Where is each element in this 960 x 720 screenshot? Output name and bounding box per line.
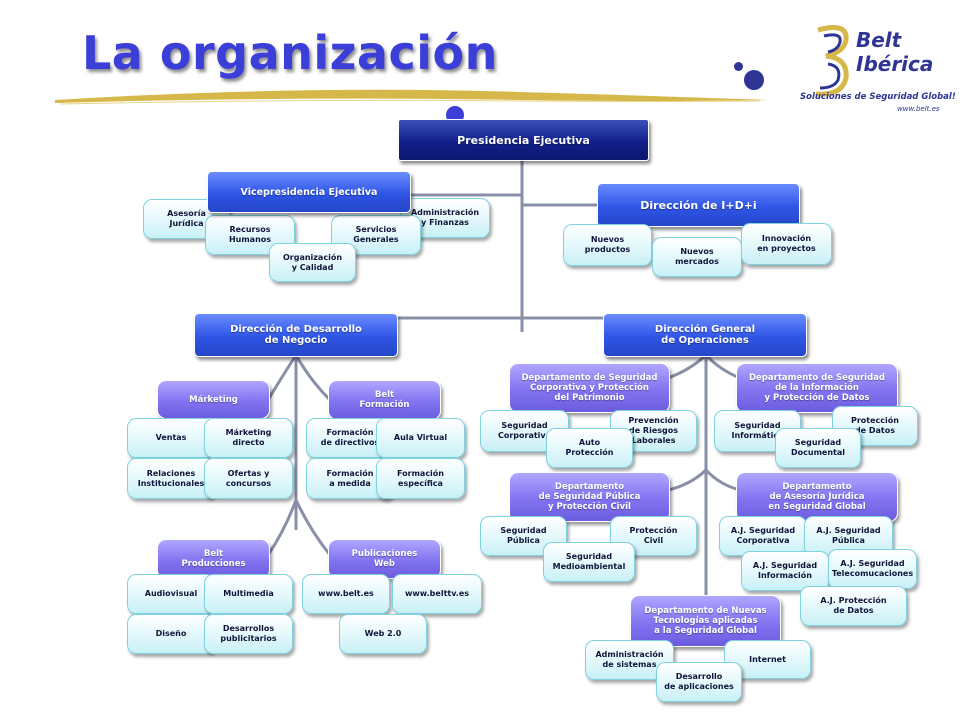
node-multimedia: Multimedia [204, 574, 293, 614]
node-dep-seguridad-informacion: Departamento de Seguridad de la Informac… [736, 363, 898, 413]
logo-name-iberica: Ibérica [856, 52, 934, 76]
node-nuevos-productos: Nuevos productos [563, 224, 652, 266]
node-direccion-idi: Dirección de I+D+i [597, 183, 800, 227]
node-servicios-generales: Servicios Generales [331, 215, 421, 255]
node-presidencia-ejecutiva: Presidencia Ejecutiva [398, 119, 649, 161]
node-ventas: Ventas [127, 418, 215, 458]
node-marketing-directo: Márketing directo [204, 418, 293, 458]
node-aj-seguridad-corporativa: A.J. Seguridad Corporativa [719, 516, 807, 556]
logo-website: www.belt.es [897, 105, 940, 113]
node-belt-producciones: Belt Producciones [157, 539, 270, 579]
node-innovacion-proyectos: Innovación en proyectos [741, 223, 832, 265]
node-formacion-especifica: Formación específica [376, 458, 465, 499]
node-belt-formacion: Belt Formación [328, 380, 441, 420]
logo-dot-small [734, 62, 743, 71]
node-desarrollos-publicitarios: Desarrollos publicitarios [204, 614, 293, 654]
node-administracion-sistemas: Administración de sistemas [585, 640, 674, 680]
node-audiovisual: Audiovisual [127, 574, 215, 614]
node-organizacion-calidad: Organización y Calidad [269, 243, 356, 282]
node-aj-seguridad-telecomunicaciones: A.J. Seguridad Telecomucaciones [828, 549, 917, 589]
logo-name-belt: Belt [856, 28, 902, 52]
node-aj-seguridad-informacion: A.J. Seguridad Información [741, 551, 829, 591]
node-aj-proteccion-datos: A.J. Protección de Datos [800, 586, 907, 626]
node-marketing: Márketing [157, 380, 270, 419]
node-desarrollo-aplicaciones: Desarrollo de aplicaciones [656, 662, 742, 702]
page-title: La organización [82, 26, 498, 80]
node-www-belt: www.belt.es [302, 574, 390, 614]
node-proteccion-datos: Protección de Datos [832, 406, 918, 446]
node-www-belttv: www.belttv.es [392, 574, 482, 614]
node-dep-asesoria-juridica: Departamento de Asesoría Jurídica en Seg… [736, 472, 898, 522]
node-relaciones-institucionales: Relaciones Institucionales [127, 458, 215, 499]
node-seguridad-informatica: Seguridad Informática [714, 410, 801, 452]
node-direccion-desarrollo-negocio: Dirección de Desarrollo de Negocio [194, 313, 398, 357]
node-publicaciones-web: Publicaciones Web [328, 539, 441, 579]
node-web-2-0: Web 2.0 [339, 614, 427, 654]
node-aula-virtual: Aula Virtual [376, 418, 465, 458]
logo-tagline: Soluciones de Seguridad Global! [800, 92, 956, 102]
belt-iberica-logo-icon [815, 25, 849, 97]
title-underline-swoosh [55, 89, 770, 105]
node-direccion-general-operaciones: Dirección General de Operaciones [603, 313, 807, 357]
node-ofertas-concursos: Ofertas y concursos [204, 458, 293, 499]
node-dep-seguridad-publica: Departamento de Seguridad Pública y Prot… [509, 472, 670, 522]
node-seguridad-documental: Seguridad Documental [775, 428, 861, 468]
node-diseno: Diseño [127, 614, 215, 654]
node-dep-nuevas-tecnologias: Departamento de Nuevas Tecnologías aplic… [630, 595, 781, 647]
node-nuevos-mercados: Nuevos mercados [652, 237, 742, 277]
node-seguridad-medioambiental: Seguridad Medioambiental [543, 542, 635, 582]
logo-dot-large [744, 70, 764, 90]
node-dep-seguridad-corporativa: Departamento de Seguridad Corporativa y … [509, 363, 670, 413]
node-vicepresidencia-ejecutiva: Vicepresidencia Ejecutiva [207, 171, 411, 213]
node-auto-proteccion: Auto Protección [546, 428, 633, 468]
